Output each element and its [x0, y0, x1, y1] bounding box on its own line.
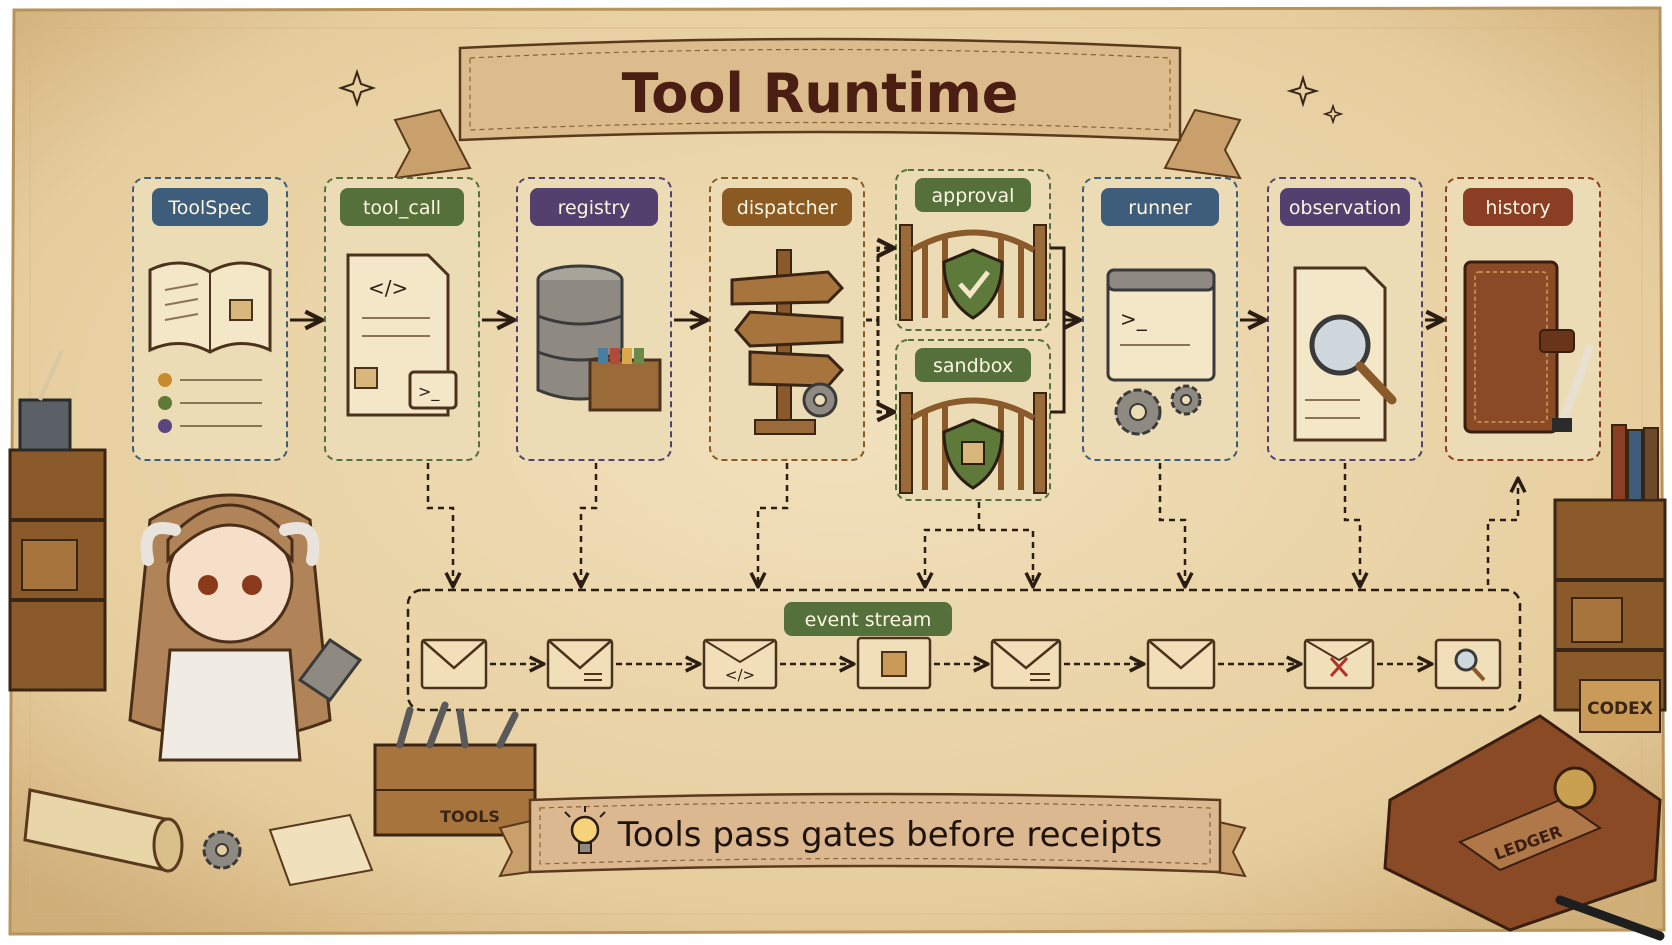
event-envelope-lines-icon [990, 638, 1062, 690]
event-error-icon [1303, 638, 1375, 690]
title-ribbon [393, 37, 1242, 180]
leather-book-icon [1463, 260, 1594, 434]
book-icon [148, 261, 272, 354]
node-sandbox: sandbox [895, 339, 1051, 501]
node-label: runner [1128, 197, 1192, 219]
node-tool-call: tool_call </> >_ [324, 177, 480, 461]
diagram-title: Tool Runtime [622, 62, 1019, 125]
gears-icon [1114, 384, 1202, 436]
node-history: history [1445, 177, 1601, 461]
tools-crate-label: TOOLS [440, 807, 500, 826]
footer-caption: Tools pass gates before receipts [617, 815, 1162, 855]
sparkle-icon [1286, 74, 1320, 108]
scroll-prop [23, 788, 184, 873]
svg-text:</>: </> [725, 666, 755, 684]
arrow-dispatcher-to-approval [866, 248, 892, 322]
flow-arrows [290, 248, 1441, 412]
left-bookshelf [8, 349, 107, 692]
event-envelope-lines-icon [546, 638, 614, 690]
tools-crate: TOOLS [373, 701, 537, 837]
node-toolspec: ToolSpec [132, 177, 288, 461]
node-dispatcher: dispatcher [709, 177, 865, 461]
terminal-window-icon: >_ [1106, 268, 1216, 382]
node-label: history [1485, 197, 1550, 219]
lightbulb-icon [564, 806, 606, 854]
svg-text:</>: </> [368, 276, 408, 300]
node-label: tool_call [363, 197, 441, 219]
character-illustration [128, 493, 363, 762]
magnifier-document-icon [1293, 266, 1397, 442]
event-connectors [426, 463, 1518, 585]
event-envelope-icon [1146, 638, 1216, 690]
node-runner: runner >_ [1082, 177, 1238, 461]
right-bookshelf: CODEX [1553, 424, 1667, 733]
ledger-book: LEDGER [1383, 714, 1665, 941]
svg-text:>_: >_ [418, 382, 440, 402]
shield-check-icon [942, 248, 1004, 320]
node-approval: approval [895, 169, 1051, 331]
arrow-dispatcher-to-sandbox [878, 320, 892, 412]
codex-box-label: CODEX [1587, 699, 1653, 719]
event-code-icon: </> [702, 638, 778, 690]
sparkle-icon [337, 68, 377, 108]
node-registry: registry [516, 177, 672, 461]
signpost-icon [730, 249, 845, 435]
node-label: registry [558, 197, 631, 219]
gate-icon [899, 392, 1047, 494]
shield-box-icon [942, 418, 1004, 490]
event-envelope-icon [420, 638, 488, 690]
node-label: dispatcher [737, 197, 838, 219]
node-label: sandbox [933, 355, 1013, 377]
code-document-icon: </> >_ [346, 253, 458, 417]
arrow-sandbox-to-runner [1050, 320, 1066, 414]
gear-prop-icon [202, 830, 242, 870]
spec-fields-list [158, 373, 262, 433]
sparkle-icon [1322, 103, 1344, 125]
database-icon [536, 264, 662, 412]
arrow-approval-to-runner [1050, 246, 1078, 320]
event-search-icon [1434, 638, 1502, 690]
event-stream-label: event stream [805, 609, 932, 631]
node-label: approval [932, 185, 1015, 207]
event-stream: event stream </> [406, 588, 1522, 712]
footer-ribbon [498, 792, 1247, 878]
node-label: observation [1289, 197, 1401, 219]
node-observation: observation [1267, 177, 1423, 461]
node-label: ToolSpec [167, 197, 251, 219]
svg-text:>_: >_ [1120, 307, 1148, 331]
event-package-icon [856, 636, 932, 690]
blueprint-paper [268, 813, 374, 887]
node-label-bg [152, 188, 268, 226]
